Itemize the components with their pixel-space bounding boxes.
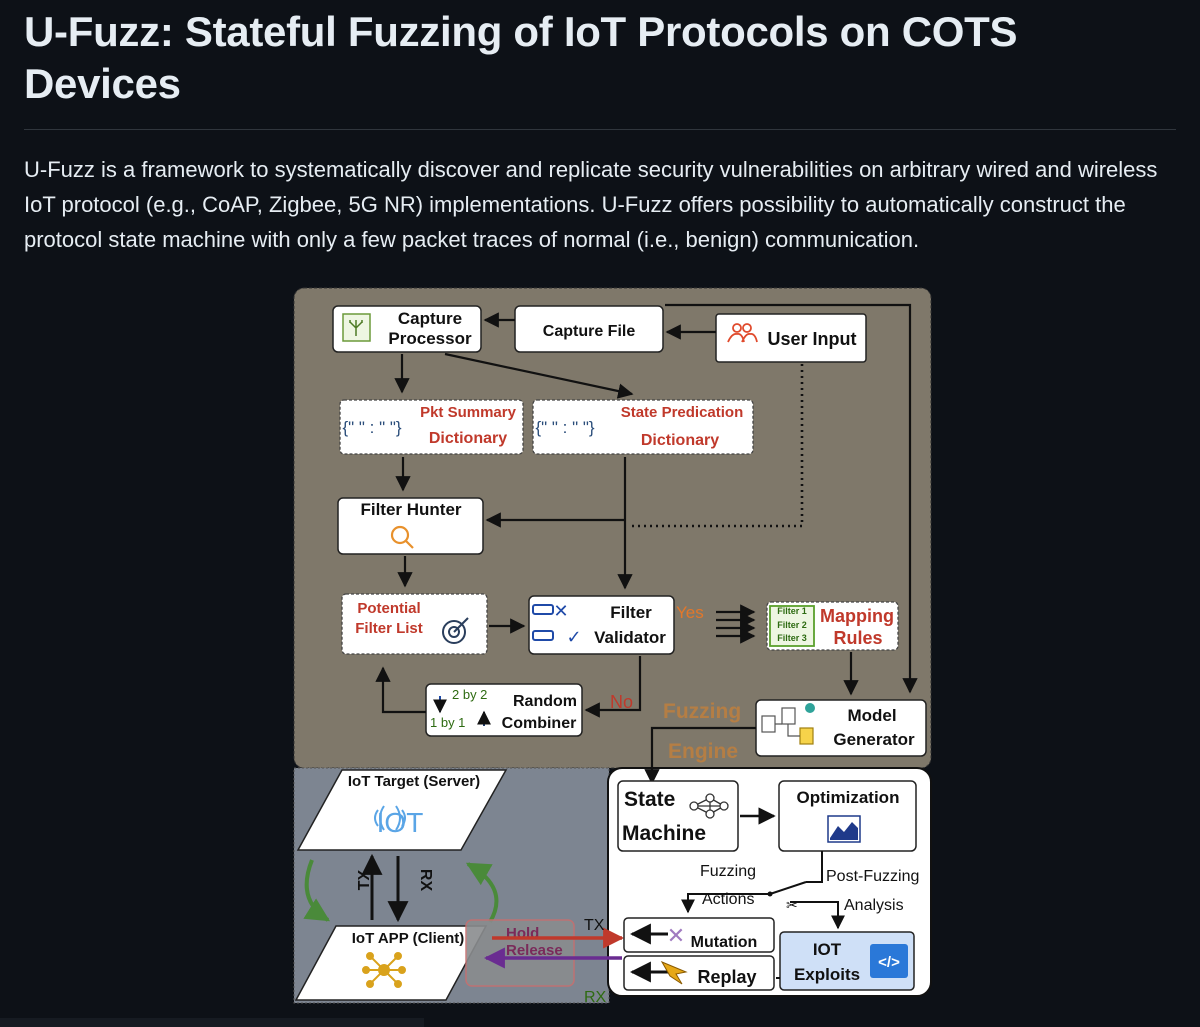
random-combiner-label-1: Random: [513, 693, 577, 710]
iot-signal-icon: [374, 805, 406, 831]
state-predication-label-2: Dictionary: [641, 432, 719, 449]
hold-release-box: Hold Release: [465, 919, 575, 987]
tx-label-vertical: TX: [356, 869, 373, 890]
replay-icon: [660, 960, 688, 985]
check-icon: ✓: [566, 627, 581, 647]
post-fuzzing-label-2: Analysis: [844, 897, 904, 914]
magnifier-icon: [390, 525, 414, 549]
filter-validator-label-1: Filter: [610, 603, 652, 622]
switch-node: [767, 891, 773, 897]
target-icon: [442, 617, 469, 644]
flow-arrows: [375, 303, 918, 785]
rx-label: RX: [584, 989, 607, 1005]
user-input-label: User Input: [767, 329, 856, 349]
filter-hunter-label: Filter Hunter: [360, 500, 461, 519]
combiner-step-1: 2 by 2: [452, 687, 487, 702]
optimization-box: Optimization: [778, 780, 917, 852]
iot-app-box: IoT APP (Client): [294, 925, 488, 1001]
no-label: No: [610, 692, 633, 712]
tx-label: TX: [584, 917, 605, 934]
fuzzing-actions-label-1: Fuzzing: [700, 863, 756, 880]
capture-file-box: Capture File: [514, 305, 664, 353]
replay-label: Replay: [697, 967, 756, 987]
pkt-summary-dictionary-box: {" " : " "} Pkt Summary Dictionary: [339, 399, 524, 455]
scissors-icon: ✂: [786, 897, 798, 913]
page-description: U-Fuzz is a framework to systematically …: [24, 157, 1158, 252]
title-divider: [24, 129, 1176, 130]
users-icon: [727, 323, 758, 343]
fuzzing-engine-label-1: Fuzzing: [663, 700, 741, 723]
page-title: U-Fuzz: Stateful Fuzzing of IoT Protocol…: [24, 8, 1018, 107]
mapping-rules-label-1: Mapping: [820, 606, 894, 626]
cross-icon: ✕: [553, 601, 568, 621]
filter-item-3: Filter 3: [777, 633, 807, 643]
pkt-summary-label-2: Dictionary: [429, 430, 507, 447]
random-combiner-box: 2 by 2 1 by 1 Random Combiner: [425, 683, 583, 737]
capture-processor-box: Capture Processor: [332, 305, 482, 353]
iot-exploits-label-2: Exploits: [794, 965, 860, 984]
model-generator-icon: [761, 703, 815, 745]
state-predication-dictionary-box: {" " : " "} State Predication Dictionary: [532, 399, 754, 455]
filter-item-1: Filter 1: [777, 606, 807, 616]
state-dictionary-icon: {" " : " "}: [535, 418, 594, 437]
iot-target-box: IoT Target (Server) IOT: [296, 769, 508, 851]
filter-hunter-box: Filter Hunter: [337, 497, 484, 555]
mapping-rules-label-2: Rules: [833, 628, 882, 648]
tx-rx-arrows: [361, 853, 409, 923]
potential-filter-list-box: Potential Filter List: [341, 593, 488, 655]
combiner-step-2: 1 by 1: [430, 715, 465, 730]
green-left-arrow: [303, 859, 331, 922]
mapping-rules-box: Filter 1 Filter 2 Filter 3 Mapping Rules: [766, 601, 899, 651]
post-fuzzing-label-1: Post-Fuzzing: [826, 868, 919, 885]
code-icon: </>: [878, 954, 900, 971]
switch-lines: [681, 851, 845, 930]
pkt-dictionary-icon: {" " : " "}: [342, 418, 401, 437]
state-predication-label-1: State Predication: [621, 404, 744, 421]
optimization-label: Optimization: [797, 788, 900, 807]
mutation-box: ✕ Mutation: [623, 917, 775, 953]
ufuzz-architecture-diagram: Capture Processor Capture File User Inpu…: [293, 287, 932, 1005]
validator-list-icon: [532, 604, 554, 615]
model-generator-label-1: Model: [847, 706, 896, 725]
state-machine-label-1: State: [624, 788, 675, 811]
mutation-icon: ✕: [667, 923, 685, 948]
filter-validator-box: ✕ ✓ Filter Validator: [528, 595, 675, 655]
mutation-label: Mutation: [691, 934, 758, 951]
network-hub-icon: [362, 952, 406, 988]
filter-validator-label-2: Validator: [594, 628, 666, 647]
capture-processor-label-1: Capture: [398, 309, 462, 328]
multi-arrow: [716, 604, 756, 644]
state-machine-label-2: Machine: [622, 822, 706, 845]
capture-processor-icon: [349, 320, 363, 336]
state-graph-icon: [689, 793, 729, 819]
iot-target-label: IoT Target (Server): [348, 773, 480, 790]
filter-item-2: Filter 2: [777, 620, 807, 630]
rx-label-vertical: RX: [417, 869, 434, 892]
random-combiner-label-2: Combiner: [502, 715, 577, 732]
potential-filter-label-1: Potential: [357, 600, 420, 617]
state-machine-box: State Machine: [617, 780, 739, 852]
potential-filter-label-2: Filter List: [355, 620, 423, 637]
yes-label: Yes: [676, 603, 704, 622]
fuzzing-actions-label-2: Actions: [702, 891, 754, 908]
chart-icon: [827, 815, 861, 843]
capture-file-label: Capture File: [543, 323, 636, 340]
model-generator-box: Model Generator: [755, 699, 927, 757]
iot-exploits-box: IOT Exploits </>: [779, 931, 915, 991]
iot-app-label: IoT APP (Client): [352, 930, 465, 947]
fuzzing-engine-label-2: Engine: [668, 740, 738, 763]
user-input-box: User Input: [715, 313, 867, 363]
iot-logo: IOT: [377, 807, 424, 838]
model-generator-label-2: Generator: [833, 730, 915, 749]
scrollbar-track[interactable]: [0, 1018, 424, 1027]
release-label: Release: [506, 942, 563, 959]
green-right-arrow: [465, 862, 499, 924]
iot-exploits-label-1: IOT: [813, 940, 842, 959]
user-input-dotted-line: [632, 364, 804, 528]
replay-box: Replay: [623, 955, 775, 991]
pkt-summary-label-1: Pkt Summary: [420, 404, 517, 421]
capture-processor-label-2: Processor: [388, 329, 472, 348]
